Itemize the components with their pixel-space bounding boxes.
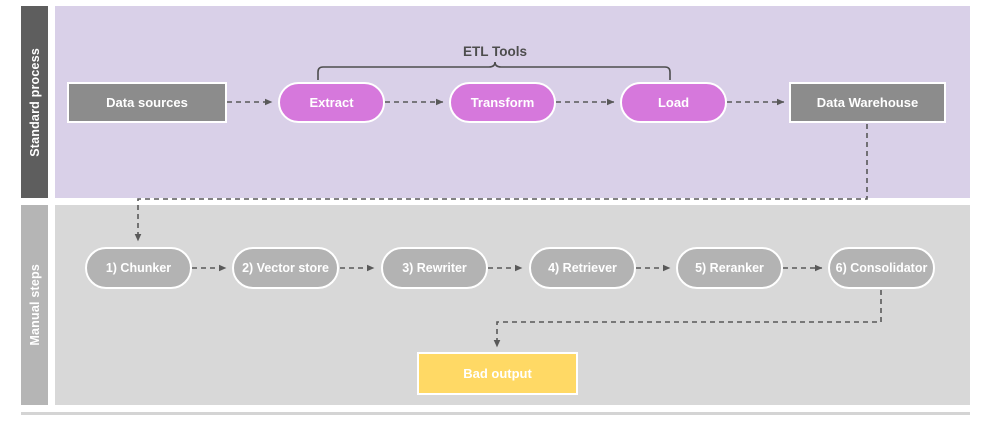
lane-label-standard-process: Standard process <box>21 6 48 198</box>
node-transform[interactable]: Transform <box>449 82 556 123</box>
node-load[interactable]: Load <box>620 82 727 123</box>
node-extract[interactable]: Extract <box>278 82 385 123</box>
etl-tools-label: ETL Tools <box>463 44 527 59</box>
node-reranker[interactable]: 5) Reranker <box>676 247 783 289</box>
lane-label-manual-steps: Manual steps <box>21 205 48 405</box>
lane-label-standard-process-text: Standard process <box>27 47 42 157</box>
bottom-divider <box>21 412 970 415</box>
lane-label-manual-steps-text: Manual steps <box>27 264 42 346</box>
node-consolidator[interactable]: 6) Consolidator <box>828 247 935 289</box>
node-data-sources[interactable]: Data sources <box>67 82 227 123</box>
node-vector-store[interactable]: 2) Vector store <box>232 247 339 289</box>
node-rewriter[interactable]: 3) Rewriter <box>381 247 488 289</box>
node-data-warehouse[interactable]: Data Warehouse <box>789 82 946 123</box>
node-retriever[interactable]: 4) Retriever <box>529 247 636 289</box>
node-chunker[interactable]: 1) Chunker <box>85 247 192 289</box>
node-bad-output[interactable]: Bad output <box>417 352 578 395</box>
